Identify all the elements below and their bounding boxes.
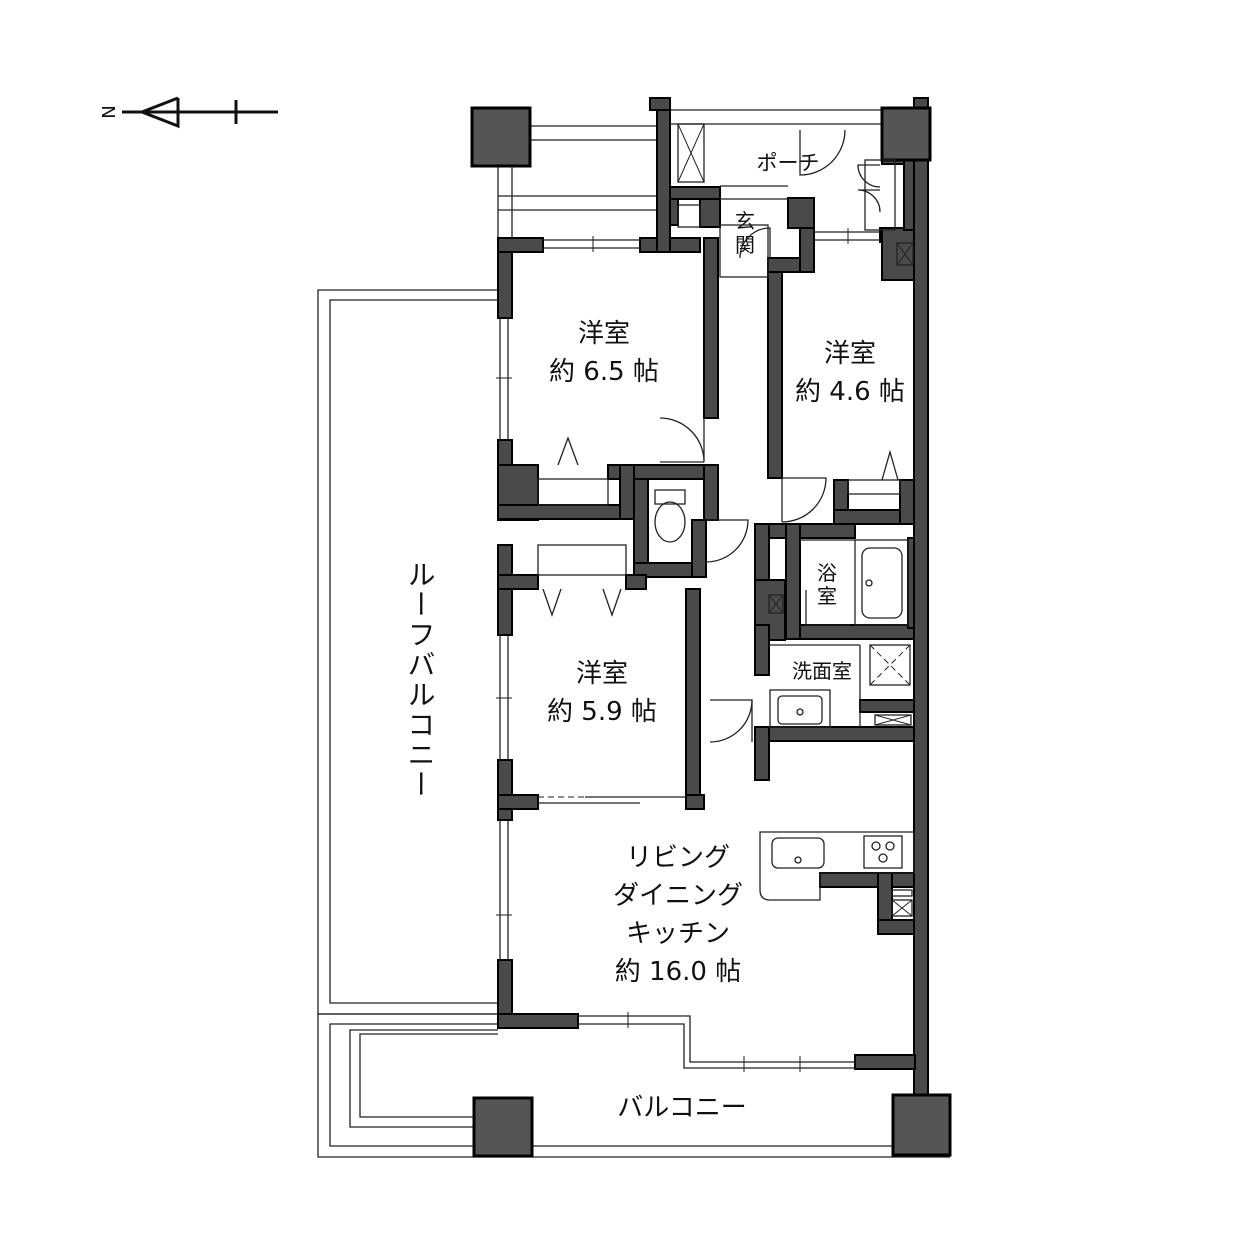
balcony-label: バルコニー xyxy=(617,1093,746,1123)
ldk-line1: リビング xyxy=(626,843,730,873)
room-western-1-size: 約 6.5 帖 xyxy=(549,357,659,387)
north-arrow-icon: N xyxy=(99,96,278,129)
room-western-1-name: 洋室 xyxy=(578,319,630,349)
room-western-2-name: 洋室 xyxy=(824,339,876,369)
ldk-line3: キッチン xyxy=(626,919,730,949)
entrance-label-1: 玄 xyxy=(735,209,755,233)
structural-pillars xyxy=(470,106,952,1158)
north-terrace-lines xyxy=(497,109,882,238)
room-western-3-name: 洋室 xyxy=(576,659,628,689)
porch-label: ポーチ xyxy=(757,151,820,175)
balcony-outline xyxy=(317,1013,950,1158)
walls xyxy=(497,97,929,1099)
entrance-label-2: 関 xyxy=(735,233,755,257)
windows xyxy=(496,228,880,1072)
washroom-label: 洗面室 xyxy=(792,659,852,683)
room-labels: 洋室 約 6.5 帖 洋室 約 4.6 帖 洋室 約 5.9 帖 リビング ダイ… xyxy=(404,151,905,1123)
room-western-3-size: 約 5.9 帖 xyxy=(547,697,657,727)
bathroom-label-2: 室 xyxy=(817,584,837,608)
ldk-line2: ダイニング xyxy=(613,881,743,911)
ldk-size: 約 16.0 帖 xyxy=(615,957,741,987)
compass-north-label: N xyxy=(99,105,120,118)
doors-and-fixtures xyxy=(537,123,915,917)
room-western-2-size: 約 4.6 帖 xyxy=(795,377,905,407)
roof-balcony-label: ルーフバルコニー xyxy=(404,560,437,800)
bathroom-label-1: 浴 xyxy=(817,561,837,585)
